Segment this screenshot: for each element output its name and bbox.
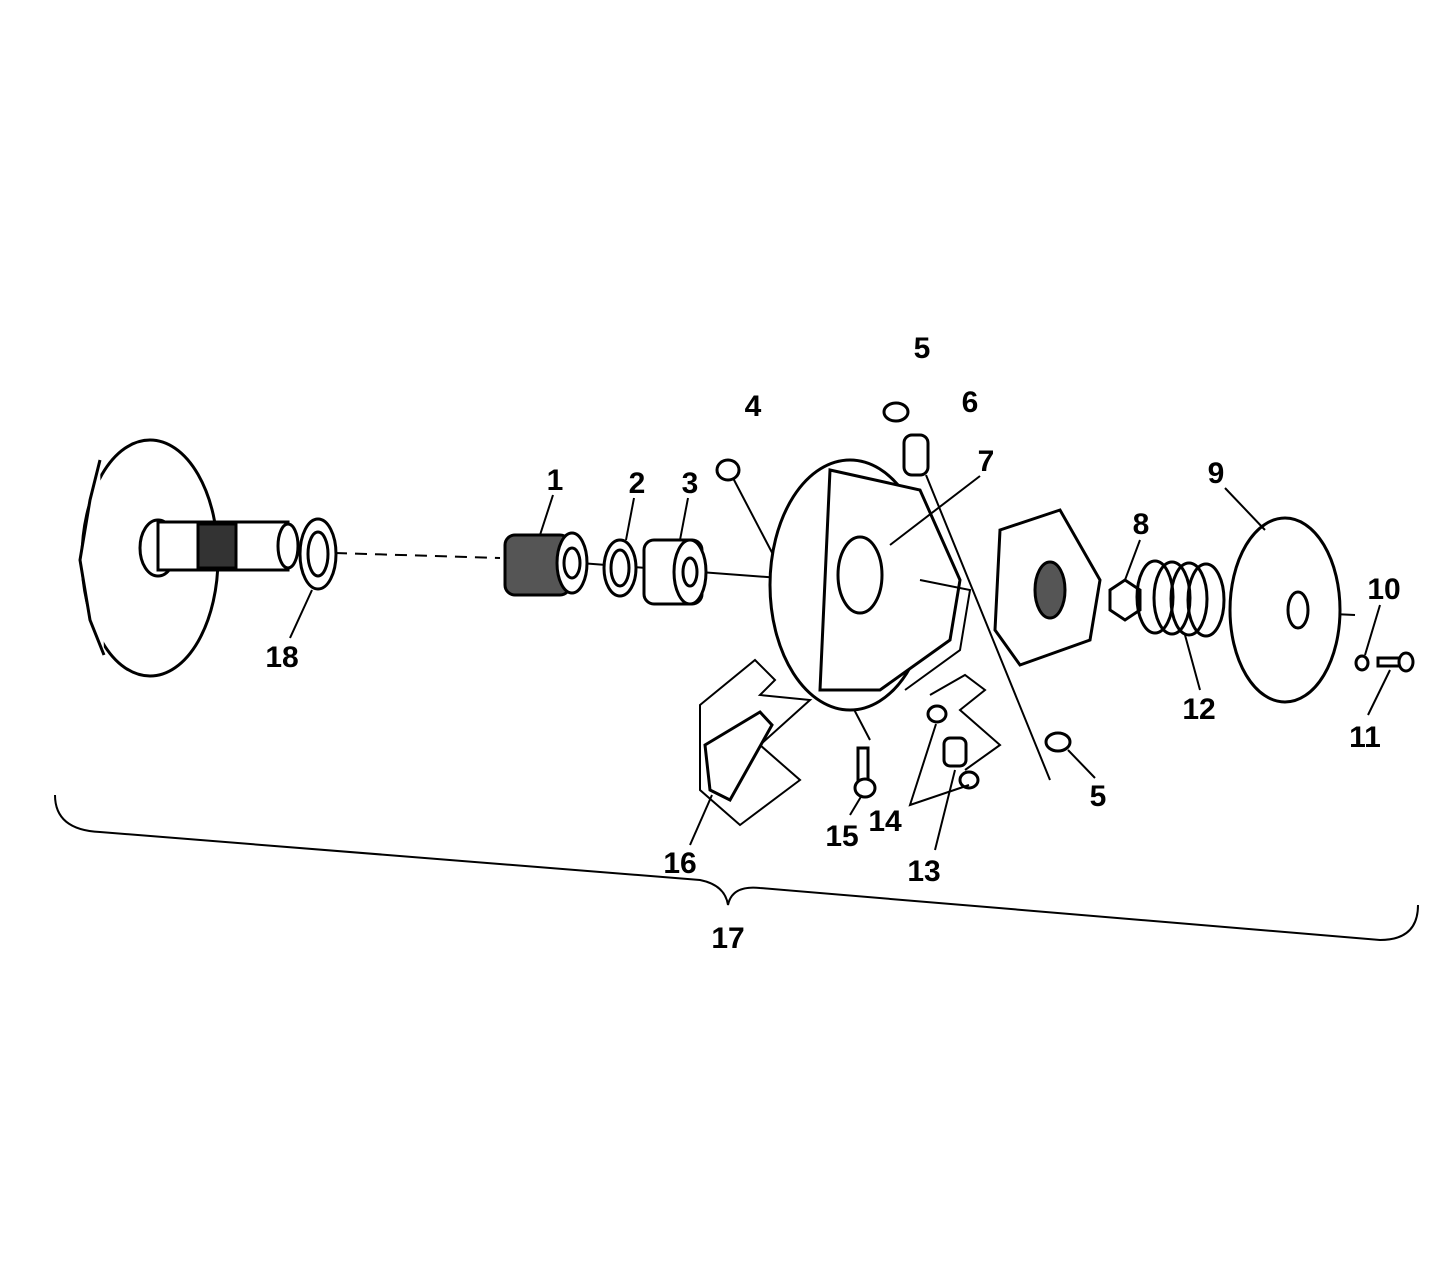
leader-lines: [289, 475, 1391, 851]
axis-line: [334, 552, 501, 559]
callout-10: 10: [1367, 573, 1400, 606]
callout-3: 3: [682, 467, 699, 500]
callout-1: 1: [547, 464, 564, 497]
callout-13: 13: [907, 855, 940, 888]
clutch-bushing-1: [503, 531, 589, 597]
bolt-11: [1376, 656, 1402, 668]
nut-8: [1108, 578, 1142, 622]
callout-5-bottom: 5: [1090, 780, 1107, 813]
callout-14: 14: [868, 805, 902, 838]
washer-14: [926, 704, 948, 724]
callout-16: 16: [663, 847, 696, 880]
shoe-16: [703, 710, 774, 802]
roller-13: [942, 736, 968, 768]
callout-17: 17: [711, 922, 744, 955]
nut-4: [715, 458, 741, 482]
fixed-sheave: [78, 438, 300, 678]
callout-8: 8: [1133, 508, 1150, 541]
cap-5-top: [882, 401, 910, 423]
callout-15: 15: [825, 820, 858, 853]
spacer-3: [642, 538, 708, 606]
pin-6: [902, 433, 930, 477]
callout-7: 7: [978, 445, 995, 478]
callout-18: 18: [265, 641, 298, 674]
callout-5-top: 5: [914, 332, 931, 365]
cover-9: [1228, 516, 1342, 704]
moveable-sheave-7: [768, 458, 972, 712]
cap-5-bottom: [1044, 731, 1072, 753]
callout-2: 2: [629, 467, 646, 500]
washer-14b: [958, 770, 980, 790]
callout-11: 11: [1349, 721, 1381, 754]
washer-10: [1354, 654, 1370, 672]
callout-9: 9: [1208, 457, 1225, 490]
callout-12: 12: [1182, 693, 1215, 726]
callout-4: 4: [745, 390, 762, 423]
spring-12: [1135, 559, 1226, 638]
spider: [993, 508, 1102, 667]
assembly-bracket: [54, 794, 1419, 942]
callout-6: 6: [962, 386, 979, 419]
